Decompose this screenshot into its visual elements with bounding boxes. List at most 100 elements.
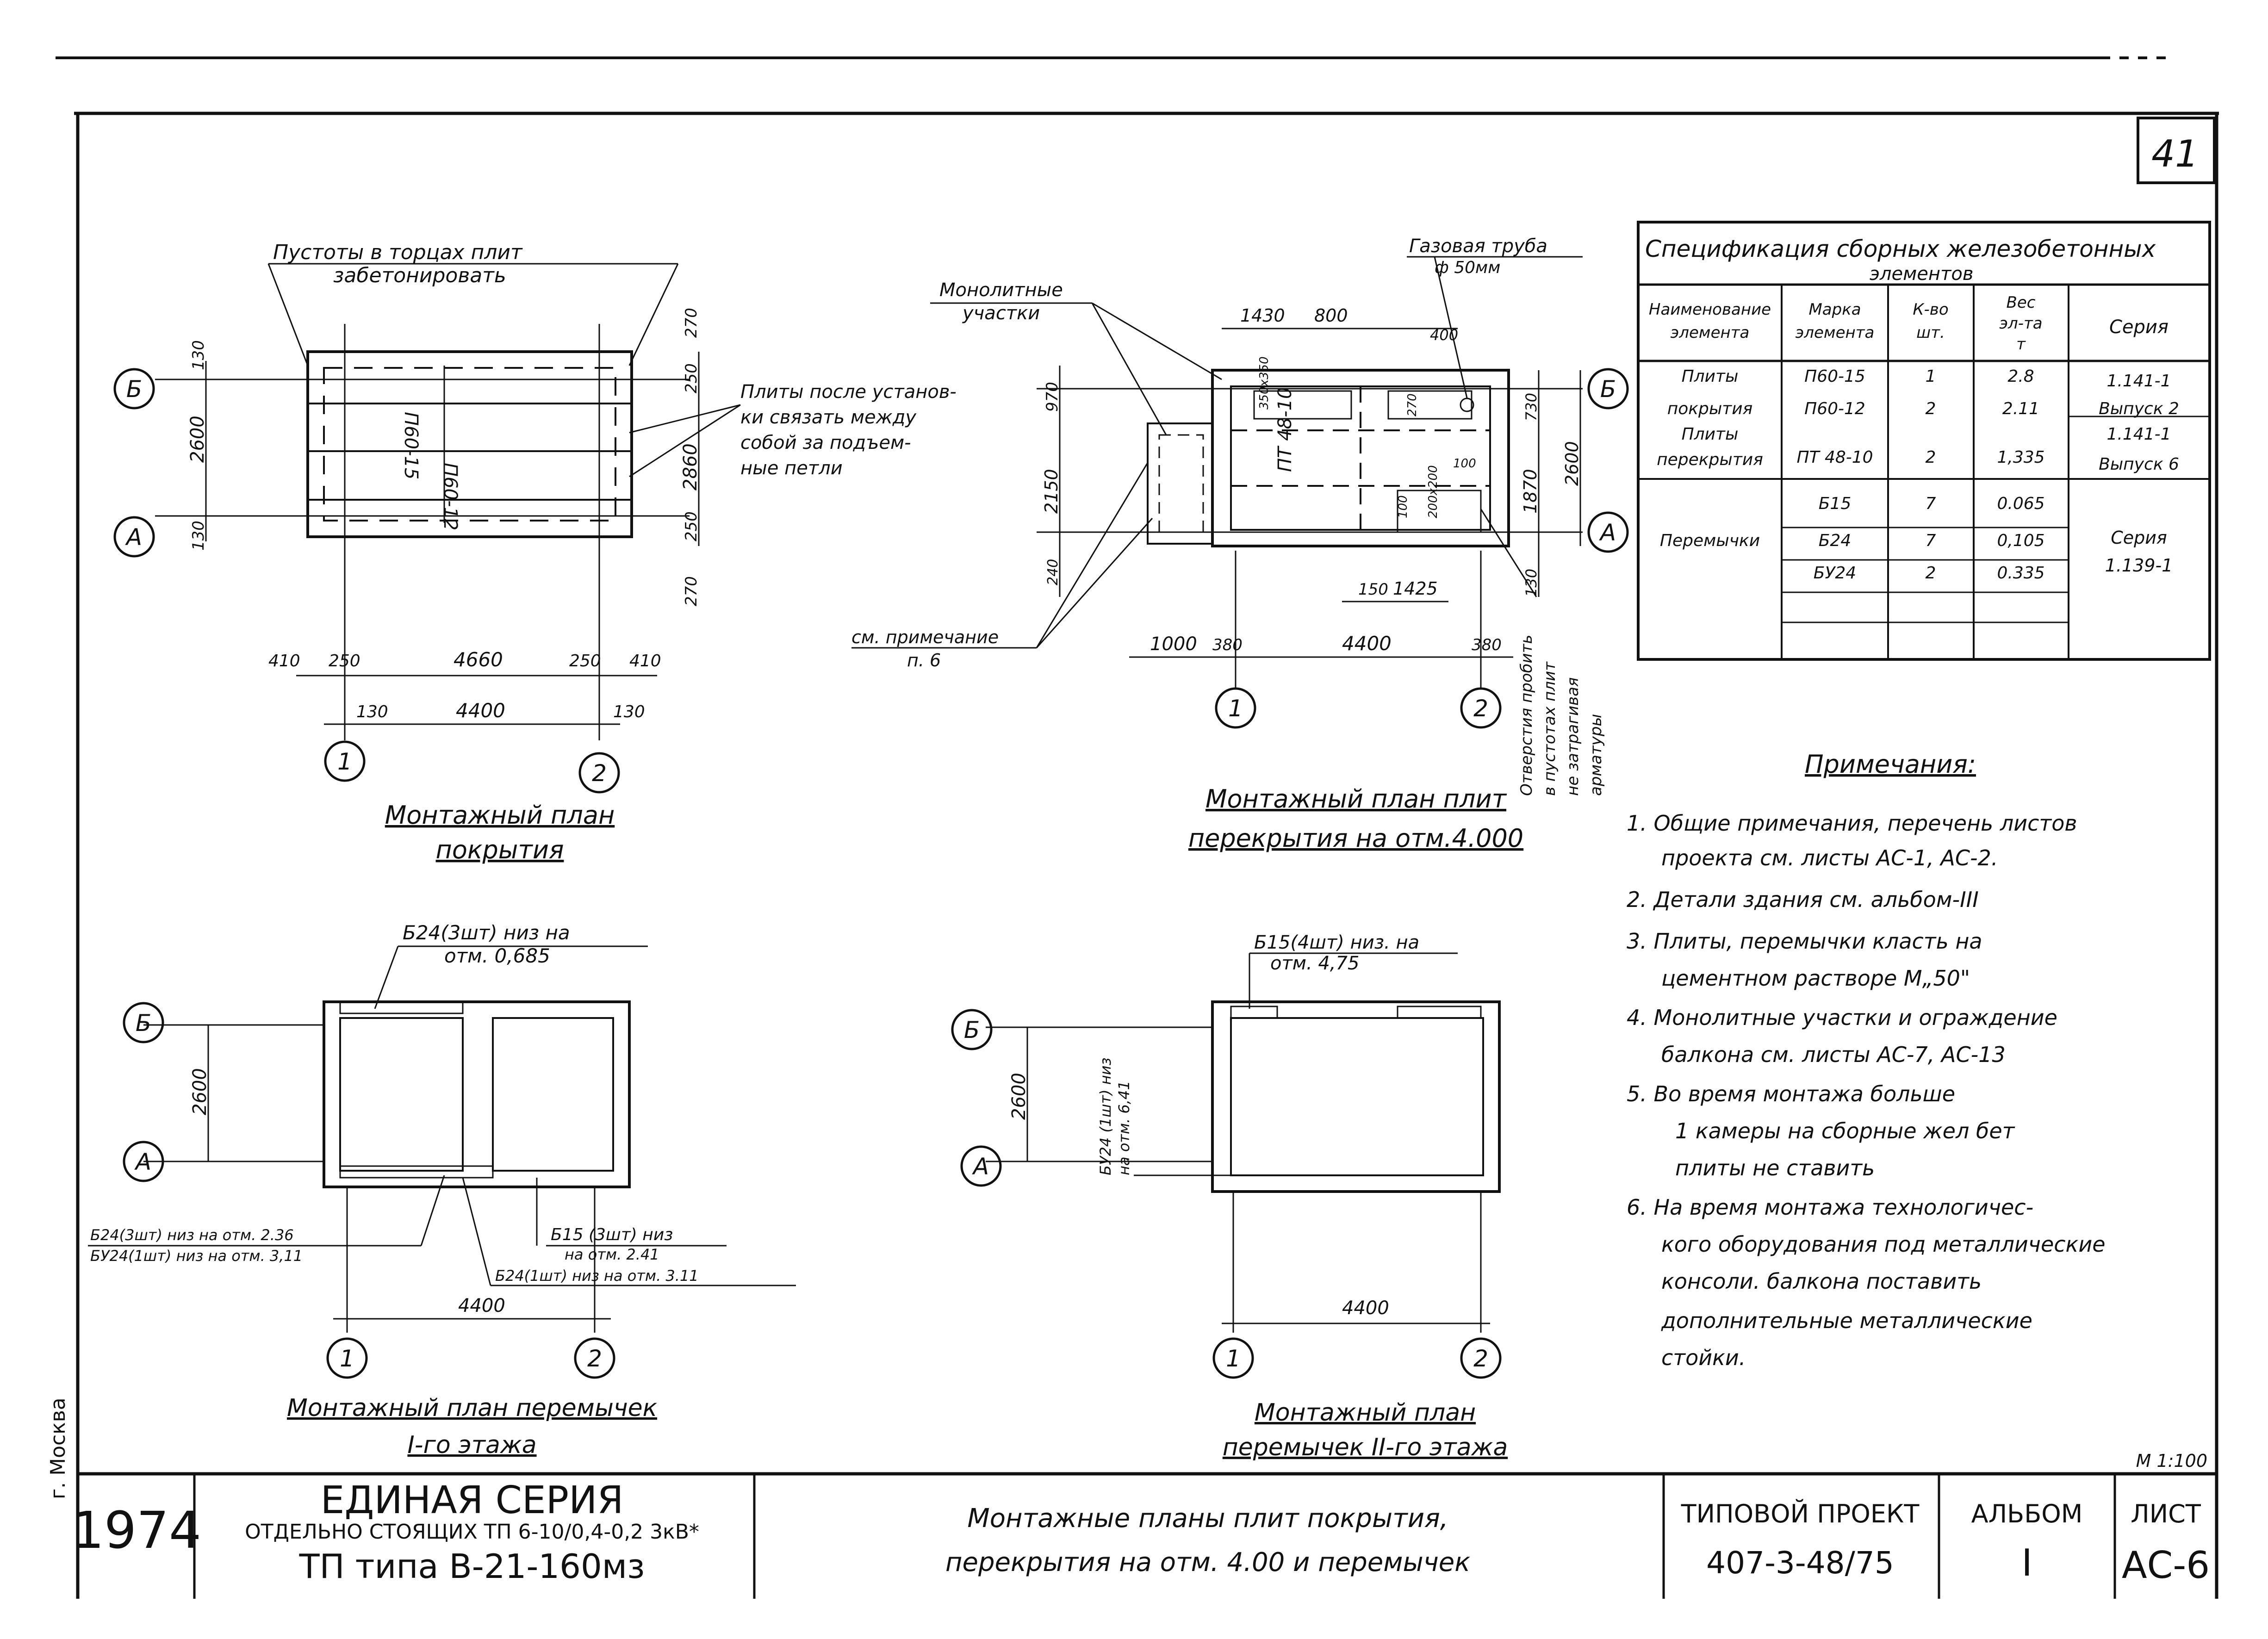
- roof-dim-bottom2-2: 130: [613, 702, 645, 721]
- lintel2-callout-top-2: отм. 4,75: [1270, 953, 1359, 974]
- floor-axis-1-bubble: [1215, 687, 1256, 729]
- lintel1-axis-1-bubble: [326, 1337, 368, 1379]
- floor-dim-bottom2-0: 1000: [1150, 633, 1197, 655]
- lintel1-title-1: Монтажный план перемычек: [287, 1394, 658, 1422]
- spec-r3-weight: 1,335: [1997, 448, 2044, 467]
- spec-title-1: Спецификация сборных железобетонных: [1645, 236, 2156, 262]
- lintel2-axis-b-bubble: [951, 1009, 993, 1050]
- floor-dim-right-0: 730: [1522, 393, 1540, 421]
- roof-axis-2-label: 2: [592, 760, 607, 787]
- lintel2-callout-left-0: БУ24 (1шт) низ: [1097, 1058, 1114, 1176]
- floor-dim-bottom2-1: 380: [1212, 636, 1243, 654]
- notes-line-6: балкона см. листы АС-7, АС-13: [1661, 1042, 2006, 1067]
- lintel2-axis-1-label: 1: [1226, 1345, 1241, 1372]
- gas-pipe-hole: [1460, 397, 1474, 412]
- notes-line-11: кого оборудования под металлические: [1661, 1232, 2106, 1257]
- floor-axis-b-bubble: [1587, 368, 1629, 410]
- notes-line-9: плиты не ставить: [1675, 1155, 1875, 1180]
- floor-callout-mono-2: участки: [962, 303, 1040, 324]
- roof-dim-bottom1-2: 4660: [454, 648, 503, 671]
- floor-axis-1-label: 1: [1228, 695, 1243, 722]
- lintel2-axis-b-label: Б: [964, 1017, 980, 1043]
- tb-project-label: ТИПОВОЙ ПРОЕКТ: [1681, 1499, 1920, 1528]
- lintel2-dim-left: 2600: [1008, 1073, 1030, 1120]
- notes-line-13: дополнительные металлические: [1661, 1308, 2032, 1333]
- roof-title-2: покрытия: [436, 835, 564, 864]
- lintel1-beams-top: [339, 1001, 464, 1014]
- roof-axis-b-bubble: [113, 368, 155, 410]
- spec-h-weight-3: т: [2016, 335, 2026, 354]
- floor-mono-zone: [1147, 422, 1213, 545]
- floor-callout-gas-1: Газовая труба: [1409, 236, 1547, 257]
- floor-callout-mono-leader-1: [1091, 303, 1167, 435]
- spec-h-mark-1: Марка: [1808, 300, 1861, 319]
- floor-axis-2-label: 2: [1473, 695, 1488, 722]
- floor-opening-1: [1253, 390, 1352, 420]
- roof-outline: [306, 350, 633, 538]
- floor-callout-holes-leader: [1480, 509, 1537, 597]
- lintel1-callout-br-2: на отм. 2.41: [565, 1246, 659, 1263]
- plan-floor: ПТ 48-10 350x350 270 100 100 200x200 Б А…: [851, 236, 1629, 853]
- tb-sheet-title-2: перекрытия на отм. 4.00 и перемычек: [945, 1547, 1470, 1577]
- roof-dim-right-3: 250: [682, 511, 701, 541]
- lintel2-axis-a-label: А: [972, 1153, 989, 1180]
- roof-slab-b-label: П60-12: [440, 463, 461, 530]
- tb-album-label: АЛЬБОМ: [1971, 1499, 2083, 1528]
- spec-h-mark-2: элемента: [1796, 323, 1875, 342]
- roof-callout-top-leader-r: [628, 263, 679, 366]
- lintel1-callout-br-3: Б24(1шт) низ на отм. 3.11: [495, 1267, 699, 1285]
- floor-opening-2: [1387, 390, 1473, 420]
- spec-r0-qty: 1: [1926, 367, 1936, 386]
- floor-dim-inner-1: 270: [1405, 393, 1419, 416]
- spec-r5-weight: 0,105: [1997, 531, 2044, 550]
- spec-r6-qty: 2: [1926, 564, 1936, 583]
- roof-dim-bottom1-4: 410: [629, 652, 661, 670]
- lintel1-axis-1-label: 1: [340, 1345, 354, 1372]
- lintel1-callout-br-1: Б15 (3шт) низ: [551, 1225, 673, 1244]
- roof-dim-bottom1-1: 250: [329, 652, 360, 670]
- floor-axis-b-label: Б: [1600, 376, 1616, 403]
- floor-callout-mono-leader-2: [1092, 302, 1222, 380]
- spec-r5-qty: 7: [1926, 531, 1936, 550]
- floor-callout-holes-0: Отверстия пробить: [1517, 635, 1536, 796]
- floor-axis-a-label: А: [1599, 519, 1616, 546]
- roof-callout-right-leader-2: [629, 404, 741, 478]
- tb-series-title: ЕДИНАЯ СЕРИЯ: [321, 1478, 624, 1522]
- spec-r5-series: Серия: [2111, 528, 2167, 548]
- spec-r1-name: покрытия: [1667, 399, 1753, 418]
- spec-r6-weight: 0.335: [1997, 564, 2044, 583]
- floor-callout-holes-3: арматуры: [1587, 714, 1605, 796]
- floor-dim-right-1: 1870: [1520, 469, 1541, 514]
- spec-r2-series: 1.141-1: [2107, 425, 2171, 444]
- lintel2-axis-a-bubble: [960, 1145, 1002, 1187]
- lintel2-beam-2: [1397, 1006, 1482, 1019]
- plan-lintel-2: Б А 1 2 2600 4400 Б15(4шт) низ. на отм. …: [951, 932, 1508, 1461]
- lintel2-room: [1230, 1017, 1484, 1176]
- roof-callout-top-leader-l: [267, 263, 309, 366]
- lintel1-callout-top-1: Б24(3шт) низ на: [403, 921, 570, 944]
- roof-axis-1-bubble: [324, 740, 366, 782]
- tb-series-sub: ОТДЕЛЬНО СТОЯЩИХ ТП 6-10/0,4-0,2 3кВ*: [245, 1520, 699, 1544]
- lintel2-beam-1: [1230, 1006, 1278, 1019]
- floor-callout-note-2: п. 6: [907, 650, 941, 670]
- spec-r4-qty: 7: [1926, 494, 1936, 513]
- floor-dim-inner-4: 200x200: [1426, 465, 1440, 518]
- floor-callout-gas-2: ф 50мм: [1435, 258, 1500, 277]
- roof-callout-right-2: собой за подъем-: [740, 432, 911, 453]
- spec-title-2: элементов: [1870, 263, 1973, 285]
- roof-axis-a-label: А: [125, 524, 142, 551]
- floor-axis-a-bubble: [1587, 511, 1629, 553]
- spec-r1-series: Выпуск 2: [2099, 399, 2179, 418]
- roof-title-1: Монтажный план: [385, 801, 615, 830]
- spec-frame: [1637, 221, 2211, 661]
- spec-h-name-1: Наименование: [1649, 300, 1771, 319]
- floor-dim-inner-3: 100: [1396, 495, 1410, 518]
- roof-dim-bottom2-1: 4400: [456, 699, 505, 722]
- lintel1-callout-bl-leader-2: [420, 1175, 445, 1246]
- roof-slab-area: [323, 367, 616, 522]
- side-stamp: г. Москва: [46, 1397, 70, 1499]
- floor-dim-top-0: 1430: [1240, 305, 1285, 326]
- tb-sheet-code: АС-6: [2122, 1544, 2210, 1587]
- roof-dim-right-2: 2860: [680, 443, 701, 490]
